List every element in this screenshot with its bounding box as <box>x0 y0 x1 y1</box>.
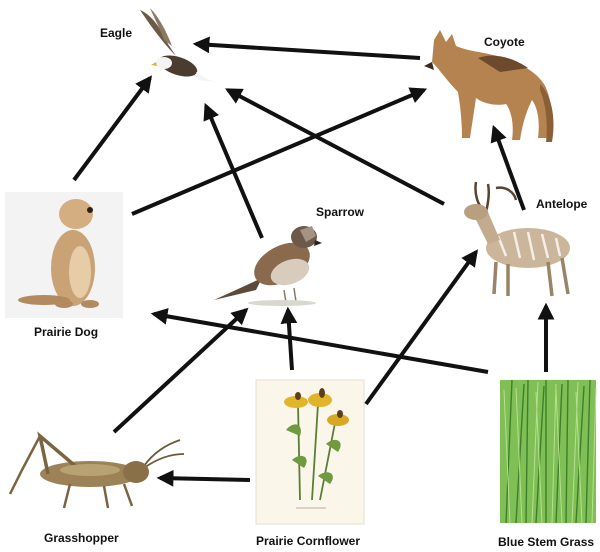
prairie-cornflower-image <box>255 379 365 525</box>
label-sparrow: Sparrow <box>316 205 365 219</box>
label-grasshopper: Grasshopper <box>44 531 119 545</box>
label-blue-stem-grass: Blue Stem Grass <box>498 535 594 549</box>
label-coyote: Coyote <box>484 35 525 49</box>
antelope-image <box>464 181 570 297</box>
label-antelope: Antelope <box>536 197 588 211</box>
label-eagle: Eagle <box>100 26 132 40</box>
blue-stem-grass-image <box>500 379 597 524</box>
arrow-prairie-cornflower-to-antelope <box>364 249 478 406</box>
arrow-sparrow-to-eagle <box>203 102 264 239</box>
arrow-blue-stem-grass-to-prairie-dog <box>150 308 489 374</box>
arrow-coyote-to-eagle <box>192 36 421 60</box>
label-prairie-dog: Prairie Dog <box>34 325 98 339</box>
arrow-prairie-cornflower-to-sparrow <box>280 306 298 371</box>
grasshopper-image <box>8 431 185 509</box>
arrows-layer <box>72 36 555 487</box>
sparrow-image <box>214 226 322 306</box>
arrow-prairie-cornflower-to-grasshopper <box>156 469 251 487</box>
arrow-prairie-dog-to-coyote <box>131 87 428 216</box>
label-prairie-cornflower: Prairie Cornflower <box>256 534 360 548</box>
prairie-dog-image <box>5 192 123 318</box>
coyote-image <box>424 30 554 142</box>
arrow-antelope-to-coyote <box>490 124 526 211</box>
arrow-grasshopper-to-sparrow <box>112 307 249 434</box>
arrow-antelope-to-eagle <box>225 88 445 206</box>
eagle-image <box>140 8 222 84</box>
arrow-prairie-dog-to-eagle <box>72 75 153 182</box>
